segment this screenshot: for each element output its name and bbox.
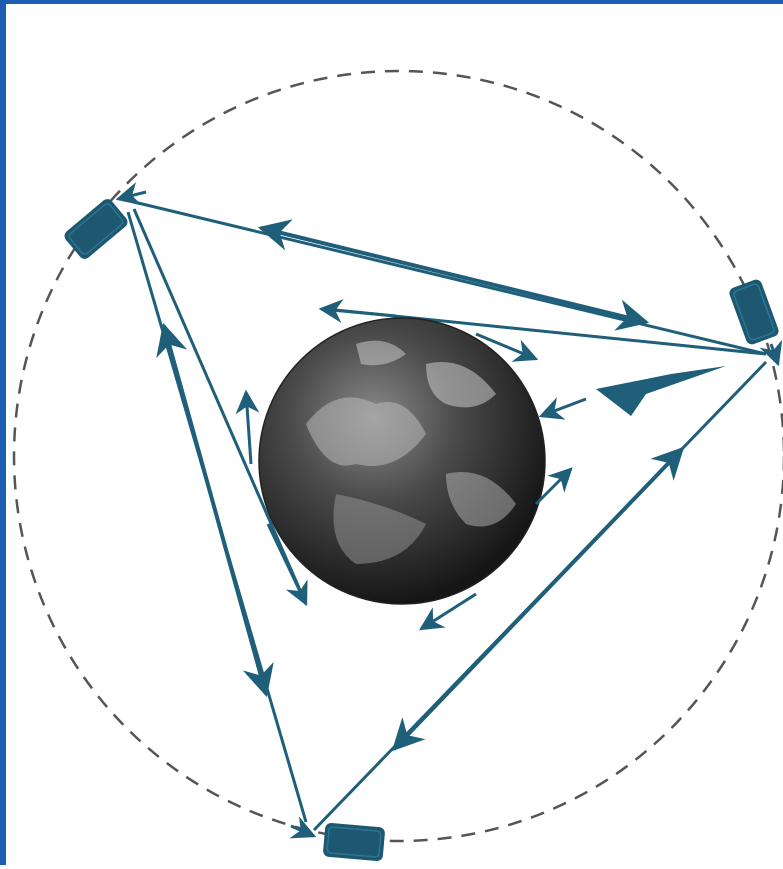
arrow-upper-left-earth xyxy=(321,309,396,316)
arrow-top xyxy=(261,228,646,322)
satellite-icon xyxy=(728,278,780,346)
earth-icon xyxy=(259,318,545,604)
satellite-icon xyxy=(323,822,386,861)
arrow-right-earth xyxy=(541,399,586,416)
satellite-diagram xyxy=(6,4,783,869)
arrow-left xyxy=(164,326,266,694)
arrow-left-up-earth xyxy=(246,392,251,464)
signal-arrow xyxy=(596,366,726,416)
